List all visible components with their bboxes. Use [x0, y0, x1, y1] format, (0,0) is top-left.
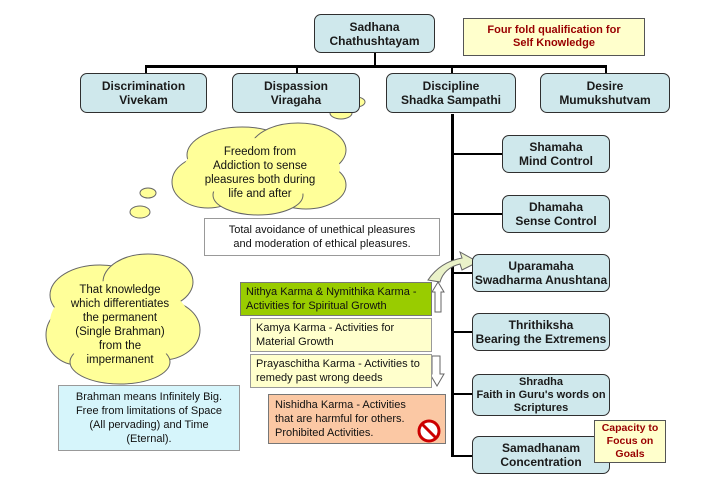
brahman-line2: Free from limitations of Space — [75, 405, 223, 417]
connector-viragaha — [296, 66, 298, 74]
shamaha-line1: Shamaha — [529, 140, 583, 154]
samadhanam-line1: Samadhanam — [501, 441, 581, 455]
root-connector — [374, 52, 376, 66]
prayaschitha-line2: remedy past wrong deeds — [256, 372, 383, 384]
note-line2: Self Knowledge — [513, 37, 595, 49]
discrimination-line3: the permanent — [82, 312, 158, 324]
discrimination-line6: impermanent — [86, 354, 154, 366]
discrimination-cloud-text: That knowledge which differentiates the … — [55, 282, 185, 368]
capacity-note: Capacity to Focus on Goals — [594, 420, 666, 463]
dhamaha-line2: Sense Control — [515, 214, 597, 228]
shadka-line2: Shadka Sampathi — [400, 93, 502, 107]
up-arrow — [431, 281, 445, 313]
shradha-line1: Shradha — [518, 375, 563, 388]
root-line1: Sadhana — [349, 19, 400, 34]
kamya-line1: Kamya Karma - Activities for — [256, 322, 395, 334]
shradha-line3: Scriptures — [513, 401, 569, 414]
dispassion-line2: Addiction to sense — [213, 160, 307, 172]
curved-arrow-uparamaha — [427, 250, 480, 283]
brahman-line4: (Eternal). — [126, 433, 172, 445]
discrimination-line4: (Single Brahman) — [75, 326, 165, 338]
shamaha-line2: Mind Control — [519, 154, 593, 168]
discrimination-line2: which differentiates — [70, 298, 170, 310]
node-uparamaha: Uparamaha Swadharma Anushtana — [472, 254, 610, 292]
node-mumukshutvam: Desire Mumukshutvam — [540, 73, 670, 113]
node-shadka-sampathi: Discipline Shadka Sampathi — [386, 73, 516, 113]
avoidance-box: Total avoidance of unethical pleasures a… — [204, 218, 440, 256]
qualification-note: Four fold qualification for Self Knowled… — [463, 18, 645, 56]
capacity-line1: Capacity to — [601, 422, 659, 434]
nishidha-line3: Prohibited Activities. — [275, 427, 374, 439]
viragaha-line2: Viragaha — [270, 93, 322, 107]
brahman-line1: Brahman means Infinitely Big. — [75, 391, 223, 403]
mumukshutvam-line2: Mumukshutvam — [559, 93, 651, 107]
mumukshutvam-line1: Desire — [586, 79, 624, 93]
nithya-line1: Nithya Karma & Nymithika Karma - — [246, 286, 417, 298]
capacity-line2: Focus on — [606, 435, 654, 447]
capacity-line3: Goals — [615, 448, 645, 460]
avoidance-line2: and moderation of ethical pleasures. — [233, 238, 411, 250]
node-thrithiksha: Thrithiksha Bearing the Extremens — [472, 313, 610, 351]
avoidance-line1: Total avoidance of unethical pleasures — [228, 224, 416, 236]
connector-vivekam — [145, 66, 147, 74]
branch-shamaha — [452, 153, 502, 155]
karma-nishidha: Nishidha Karma - Activities that are har… — [268, 394, 446, 444]
prayaschitha-line1: Prayaschitha Karma - Activities to — [256, 358, 420, 370]
samadhanam-line2: Concentration — [500, 455, 582, 469]
root-line2: Chathushtayam — [329, 33, 420, 48]
uparamaha-line1: Uparamaha — [508, 259, 574, 273]
discrimination-line5: from the — [98, 340, 142, 352]
nishidha-line1: Nishidha Karma - Activities — [275, 399, 406, 411]
discrimination-cloud-shape — [45, 253, 201, 385]
node-vivekam: Discrimination Vivekam — [80, 73, 207, 113]
note-line1: Four fold qualification for — [487, 24, 621, 36]
node-viragaha: Dispassion Viragaha — [232, 73, 360, 113]
brahman-line3: (All pervading) and Time — [89, 419, 209, 431]
viragaha-line1: Dispassion — [263, 79, 329, 93]
nishidha-line2: that are harmful for others. — [275, 413, 405, 425]
top-horizontal-connector — [145, 65, 607, 68]
node-dhamaha: Dhamaha Sense Control — [502, 195, 610, 233]
brahman-box: Brahman means Infinitely Big. Free from … — [58, 385, 240, 451]
connector-shadka — [451, 66, 453, 74]
dispassion-line3: pleasures both during — [204, 174, 316, 186]
dhamaha-line1: Dhamaha — [528, 200, 584, 214]
discipline-trunk — [451, 114, 454, 457]
node-samadhanam: Samadhanam Concentration — [472, 436, 610, 474]
connector-mumukshutvam — [605, 66, 607, 74]
dispassion-cloud-shape — [129, 96, 366, 219]
discrimination-line1: That knowledge — [79, 284, 161, 296]
shadka-line1: Discipline — [422, 79, 480, 93]
no-entry-icon — [417, 419, 441, 443]
vivekam-line2: Vivekam — [119, 93, 168, 107]
dispassion-cloud-text: Freedom from Addiction to sense pleasure… — [190, 145, 330, 201]
thrithiksha-line1: Thrithiksha — [508, 318, 574, 332]
node-shradha: Shradha Faith in Guru's words on Scriptu… — [472, 374, 610, 416]
karma-prayaschitha: Prayaschitha Karma - Activities to remed… — [250, 354, 432, 388]
karma-nithya: Nithya Karma & Nymithika Karma - Activit… — [240, 282, 432, 316]
thrithiksha-line2: Bearing the Extremens — [475, 332, 607, 346]
uparamaha-line2: Swadharma Anushtana — [474, 273, 608, 287]
down-arrow — [429, 355, 445, 387]
kamya-line2: Material Growth — [256, 336, 334, 348]
dispassion-line4: life and after — [228, 188, 292, 200]
node-shamaha: Shamaha Mind Control — [502, 135, 610, 173]
vivekam-line1: Discrimination — [101, 79, 186, 93]
dispassion-line1: Freedom from — [223, 146, 297, 158]
branch-dhamaha — [452, 213, 502, 215]
root-node: Sadhana Chathushtayam — [314, 14, 435, 53]
shradha-line2: Faith in Guru's words on — [476, 388, 606, 401]
nithya-line2: Activities for Spiritual Growth — [246, 300, 387, 312]
karma-kamya: Kamya Karma - Activities for Material Gr… — [250, 318, 432, 352]
